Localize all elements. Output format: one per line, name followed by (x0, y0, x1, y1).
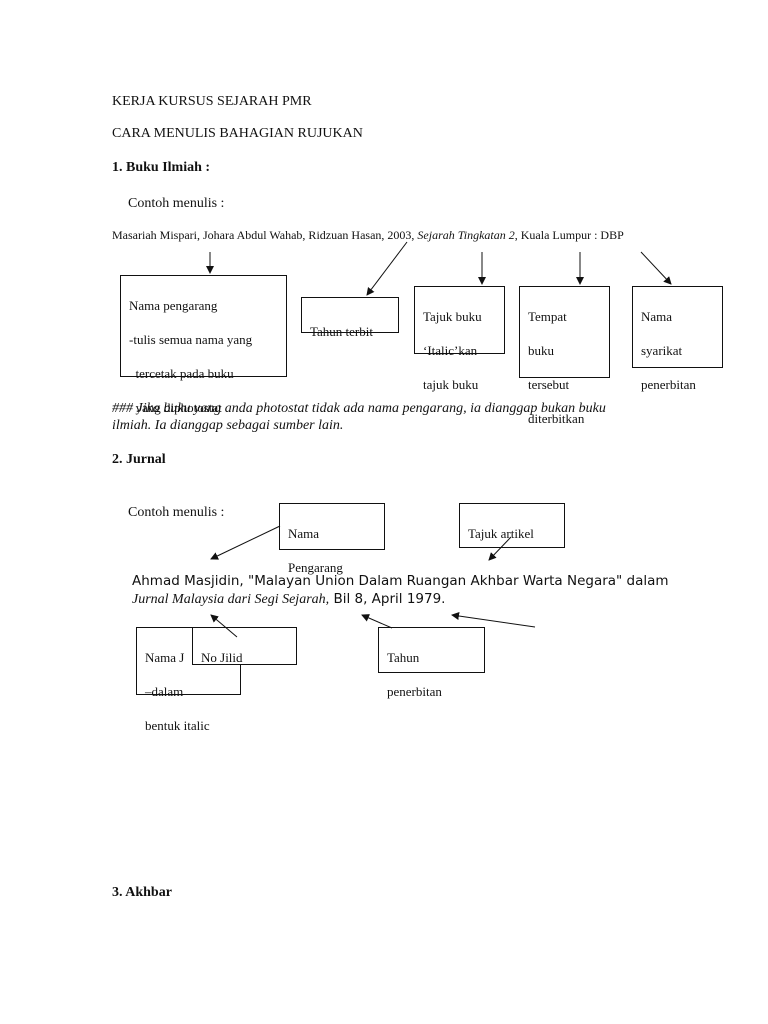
arrow-to-date-text (451, 612, 536, 628)
journal-citation-line-2: Jurnal Malaysia dari Segi Sejarah, Bil 8… (132, 591, 445, 608)
publisher-box-line: penerbitan (641, 377, 696, 392)
book-title-box: Tajuk buku ‘Italic’kan tajuk buku (414, 286, 505, 392)
section2-example-label: Contoh menulis : (128, 505, 225, 520)
book-citation: Masariah Mispari, Johara Abdul Wahab, Ri… (112, 228, 624, 243)
book-citation-authors: Masariah Mispari, Johara Abdul Wahab, Ri… (112, 228, 418, 242)
author-box-line: -tulis semua nama yang (129, 332, 253, 347)
journal-year-box-line: Tahun (387, 650, 420, 665)
journal-citation-rest: Bil 8, April 1979. (329, 591, 446, 607)
volume-box-line: No Jilid (201, 650, 243, 665)
arrow-to-publisher-box (640, 251, 672, 285)
author-box-line: yang diphotostat (129, 400, 222, 415)
article-title-box-line: Tajuk artikel (468, 526, 534, 541)
section2-heading: 2. Jurnal (112, 452, 166, 467)
title-box-line: tajuk buku (423, 377, 479, 392)
journal-name-box-line: bentuk italic (145, 718, 210, 733)
place-box-line: diterbitkan (528, 411, 585, 426)
journal-name-box-line: Nama J (145, 650, 185, 665)
title-box-line: Tajuk buku (423, 309, 482, 324)
author-name-box: Nama pengarang -tulis semua nama yang te… (120, 275, 287, 415)
place-box-line: tersebut (528, 377, 570, 392)
journal-author-box: Nama Pengarang (279, 503, 385, 575)
publish-place-box: Tempat buku tersebut diterbitkan (519, 286, 610, 426)
arrow-to-year-box (366, 241, 408, 296)
book-citation-rest: , Kuala Lumpur : DBP (514, 228, 624, 242)
document-subtitle: CARA MENULIS BAHAGIAN RUJUKAN (112, 126, 363, 141)
section3-heading: 3. Akhbar (112, 885, 172, 900)
publisher-box-line: Nama (641, 309, 673, 324)
author-box-line: tercetak pada buku (129, 366, 234, 381)
note-line-1: ### Jika buku yang anda photostat tidak … (112, 401, 606, 416)
journal-citation-line-1: Ahmad Masjidin, "Malayan Union Dalam Rua… (132, 573, 669, 589)
journal-year-box: Tahun penerbitan (378, 627, 485, 699)
place-box-line: buku (528, 343, 554, 358)
publish-year-box: Tahun terbit (301, 297, 399, 339)
place-box-line: Tempat (528, 309, 567, 324)
section1-example-label: Contoh menulis : (128, 196, 225, 211)
volume-number-box: No Jilid (192, 627, 297, 665)
article-title-box: Tajuk artikel (459, 503, 565, 548)
section1-heading: 1. Buku Ilmiah : (112, 160, 211, 175)
publisher-box-line: syarikat (641, 343, 683, 358)
title-box-line: ‘Italic’kan (423, 343, 478, 358)
publisher-name-box: Nama syarikat penerbitan (632, 286, 723, 392)
year-box-line: Tahun terbit (310, 324, 373, 339)
arrow-to-journal-author (210, 525, 281, 560)
document-title: KERJA KURSUS SEJARAH PMR (112, 94, 312, 109)
author-box-line: Nama pengarang (129, 298, 218, 313)
journal-citation-journal: Jurnal Malaysia dari Segi Sejarah, (132, 592, 330, 607)
journal-author-box-line: Pengarang (288, 560, 343, 575)
journal-author-box-line: Nama (288, 526, 320, 541)
note-line-2: ilmiah. Ia dianggap sebagai sumber lain. (112, 418, 344, 433)
journal-year-box-line: penerbitan (387, 684, 442, 699)
book-citation-title: Sejarah Tingkatan 2 (417, 228, 515, 242)
journal-name-box-line: –dalam (145, 684, 184, 699)
